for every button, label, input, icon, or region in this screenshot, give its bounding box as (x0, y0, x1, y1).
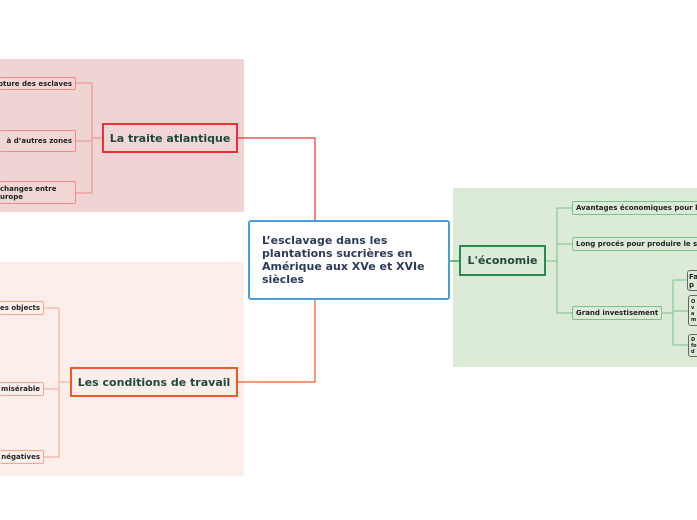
subtopic-label: es objects (0, 304, 40, 312)
topic-traite-atlantique[interactable]: La traite atlantique (102, 123, 238, 153)
topic-label: Les conditions de travail (77, 375, 231, 389)
topic-label: L'économie (467, 254, 538, 267)
sub-subtopic[interactable]: O v a m (688, 295, 697, 326)
subtopic-label: à d’autres zones (6, 137, 72, 145)
subtopic[interactable]: Long procés pour produire le s (572, 237, 697, 251)
subtopic[interactable]: Avantages économiques pour l (572, 201, 697, 215)
subtopic[interactable]: à d’autres zones (0, 130, 76, 152)
sub-subtopic-label: O v a m (691, 298, 697, 323)
central-topic-text: L’esclavage dans les plantations sucrièr… (262, 234, 425, 286)
topic-economie[interactable]: L'économie (459, 245, 546, 276)
subtopic-label: Grand investisement (576, 309, 659, 317)
central-topic[interactable]: L’esclavage dans les plantations sucrièr… (248, 220, 450, 300)
sub-subtopic[interactable]: D fo d (688, 334, 697, 357)
sub-subtopic-label: Fa p (689, 272, 697, 289)
sub-subtopic[interactable]: Fa p (687, 270, 697, 291)
subtopic[interactable]: misérable (0, 382, 44, 396)
subtopic-label: Avantages économiques pour l (576, 204, 697, 212)
subtopic-label: négatives (1, 453, 40, 461)
subtopic[interactable]: es objects (0, 301, 44, 315)
subtopic-label: Long procés pour produire le s (576, 240, 697, 248)
subtopic-label: misérable (1, 385, 40, 393)
economie-region (453, 188, 697, 367)
topic-label: La traite atlantique (109, 131, 231, 145)
subtopic[interactable]: négatives (0, 450, 44, 464)
subtopic[interactable]: changes entre urope (0, 181, 76, 204)
topic-conditions-travail[interactable]: Les conditions de travail (70, 367, 238, 397)
subtopic-grand-investissement[interactable]: Grand investisement (572, 306, 662, 320)
subtopic-label: changes entre urope (0, 184, 57, 201)
subtopic-label: pture des esclaves (0, 79, 72, 88)
sub-subtopic-label: D fo d (691, 336, 697, 355)
subtopic[interactable]: pture des esclaves (0, 77, 76, 90)
